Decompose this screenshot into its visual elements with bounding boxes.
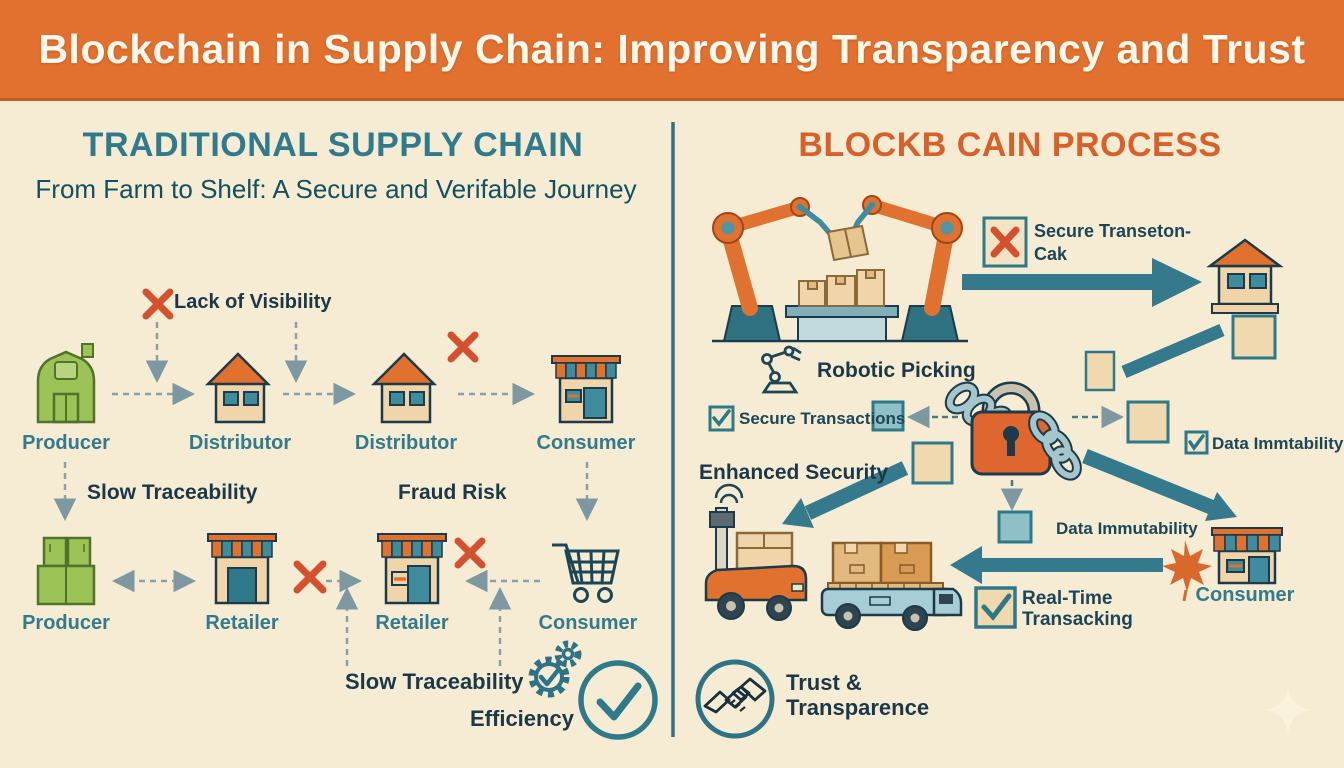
house-icon — [1206, 238, 1284, 314]
gear-check-icon — [528, 640, 582, 698]
storefront-icon — [207, 533, 277, 605]
label-trust-line1: Trust & — [786, 670, 862, 695]
annotation-fraud-risk: Fraud Risk — [398, 481, 507, 504]
label-data-immutability: Data Immutability — [1056, 519, 1198, 538]
cart-icon — [552, 543, 620, 603]
node-label-retailer: Retailer — [375, 612, 449, 634]
annotation-slow-traceability-top: Slow Traceability — [87, 481, 258, 504]
flow-arrow-diagonal — [782, 449, 1237, 528]
block-square-teal — [997, 510, 1033, 544]
truck-icon — [820, 541, 963, 631]
label-secure-transeton-line2: Cak — [1034, 244, 1068, 264]
barn-icon — [36, 343, 96, 424]
checkbox-icon — [708, 405, 1209, 629]
x-checkbox-icon — [982, 216, 1028, 268]
padlock-chain-icon — [944, 381, 1082, 481]
block-square — [1084, 350, 1116, 392]
dashed-arrows — [53, 322, 599, 666]
robot-arm-icon — [761, 345, 802, 394]
storefront-icon — [377, 533, 447, 605]
block-square — [1126, 400, 1170, 444]
handshake-icon — [695, 659, 775, 739]
crates-icon — [36, 536, 96, 606]
check-circle-icon — [578, 660, 658, 740]
flow-arrow-right — [962, 258, 1202, 307]
annotation-lack-of-visibility: Lack of Visibility — [174, 291, 332, 313]
label-enhanced-security: Enhanced Security — [699, 461, 889, 484]
label-robotic-picking: Robotic Picking — [817, 359, 976, 382]
annotation-slow-traceability-bottom: Slow Traceability — [345, 669, 524, 694]
node-label-consumer: Consumer — [536, 432, 636, 454]
maple-leaf-icon — [1162, 540, 1212, 602]
block-square-teal — [871, 400, 905, 432]
node-label-producer: Producer — [22, 612, 110, 634]
forklift-icon — [704, 483, 808, 621]
storefront-icon — [551, 355, 621, 424]
node-label-distributor: Distributor — [354, 432, 458, 454]
block-square — [1231, 314, 1277, 360]
page-title: Blockchain in Supply Chain: Improving Tr… — [38, 25, 1306, 72]
block-square — [911, 441, 954, 485]
node-label-producer: Producer — [22, 432, 110, 454]
node-label-consumer: Consumer — [1195, 584, 1295, 606]
left-panel-title: TRADITIONAL SUPPLY CHAIN — [82, 126, 584, 164]
sparkle-icon — [1265, 685, 1311, 735]
left-panel-subtitle: From Farm to Shelf: A Secure and Verifab… — [35, 174, 637, 204]
dashed-links — [907, 405, 1124, 511]
node-label-retailer: Retailer — [205, 612, 279, 634]
label-secure-transeton-line1: Secure Transeton- — [1034, 221, 1192, 241]
efficiency-label: Efficiency — [470, 706, 574, 731]
label-secure-transactions: Secure Transactions — [739, 409, 906, 428]
label-trust-line2: Transparence — [786, 695, 930, 720]
robotic-arms-icon — [712, 195, 968, 343]
house-icon — [370, 352, 438, 424]
flow-arrow-left — [950, 546, 1163, 584]
risk-x-icon — [142, 288, 486, 594]
node-label-consumer: Consumer — [538, 612, 638, 634]
label-transacking: Transacking — [1022, 609, 1133, 630]
storefront-icon — [1211, 527, 1283, 585]
connector-bar — [1121, 324, 1225, 378]
house-icon — [204, 352, 272, 424]
node-label-distributor: Distributor — [188, 432, 292, 454]
header-banner: Blockchain in Supply Chain: Improving Tr… — [0, 0, 1344, 101]
label-real-time: Real-Time — [1022, 588, 1113, 609]
label-data-immtability: Data Immtability — [1212, 434, 1344, 453]
right-panel-title: BLOCKB CAIN PROCESS — [798, 126, 1222, 164]
block-squares — [871, 314, 1277, 544]
